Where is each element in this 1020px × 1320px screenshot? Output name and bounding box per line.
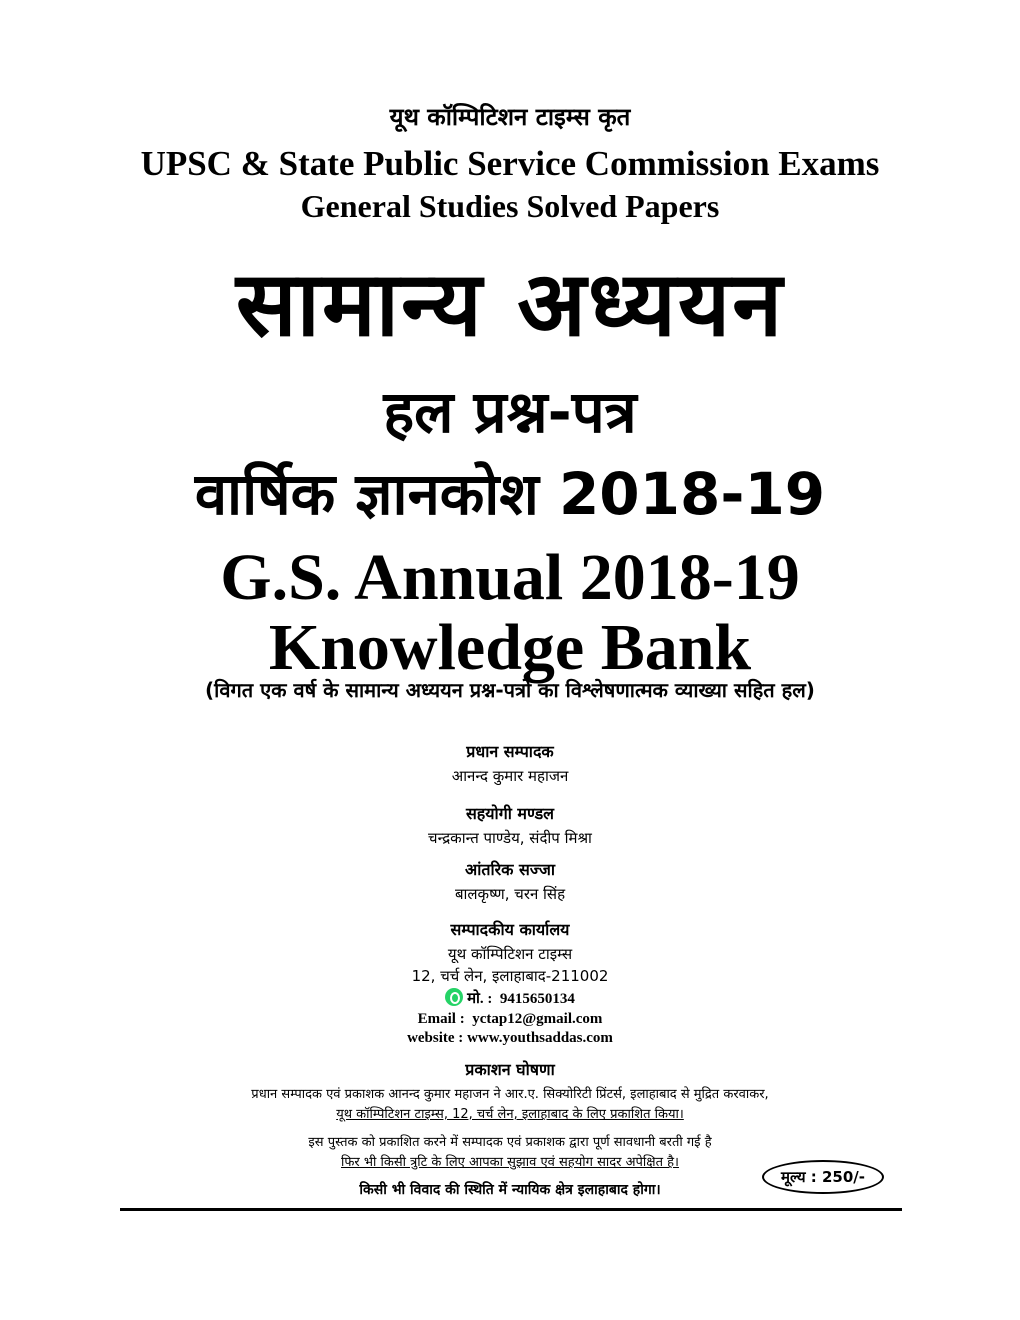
english-title-2: General Studies Solved Papers xyxy=(300,188,720,224)
office-label: सम्पादकीय कार्यालय xyxy=(450,920,570,939)
mobile-line: मो. : 9415650134 xyxy=(0,988,1020,1008)
hindi-subtitle-2: वार्षिक ज्ञानकोश 2018-19 xyxy=(194,460,826,528)
website-line: website : www.youthsaddas.com xyxy=(0,1030,1020,1047)
declaration-line-3: इस पुस्तक को प्रकाशित करने में सम्पादक ए… xyxy=(308,1135,712,1150)
hindi-subtitle-1: हल प्रश्न-पत्र xyxy=(383,378,637,446)
interior-names: बालकृष्ण, चरन सिंह xyxy=(454,885,566,903)
mobile-label: मो. : xyxy=(467,991,493,1007)
declaration-line-4: फिर भी किसी त्रुटि के लिए आपका सुझाव एवं… xyxy=(341,1155,679,1170)
email-label: Email : xyxy=(417,1011,465,1027)
interior-label: आंतरिक सज्जा xyxy=(464,860,555,879)
hindi-main-title: सामान्य अध्ययन xyxy=(235,252,785,357)
associates-names: चन्द्रकान्त पाण्डेय, संदीप मिश्रा xyxy=(428,829,592,847)
website-label: website : xyxy=(407,1030,464,1046)
declaration-line-1: प्रधान सम्पादक एवं प्रकाशक आनन्द कुमार म… xyxy=(251,1087,769,1102)
whatsapp-icon xyxy=(445,988,464,1006)
chief-editor-label: प्रधान सम्पादक xyxy=(466,742,554,761)
website-url: www.youthsaddas.com xyxy=(467,1030,613,1046)
office-address: 12, चर्च लेन, इलाहाबाद-211002 xyxy=(411,967,609,985)
book-subtitle: (विगत एक वर्ष के सामान्य अध्ययन प्रश्न-प… xyxy=(205,678,815,702)
email-address: yctap12@gmail.com xyxy=(472,1011,603,1027)
english-main-title-1: G.S. Annual 2018-19 xyxy=(220,541,800,614)
publisher-line: यूथ कॉम्पिटिशन टाइम्स कृत xyxy=(389,103,631,131)
chief-editor-name: आनन्द कुमार महाजन xyxy=(451,767,569,785)
declaration-label: प्रकाशन घोषणा xyxy=(465,1060,555,1079)
english-title-1: UPSC & State Public Service Commission E… xyxy=(140,144,880,183)
declaration-line-2: यूथ कॉम्पिटिशन टाइम्स, 12, चर्च लेन, इला… xyxy=(336,1107,684,1122)
declaration-line-5: किसी भी विवाद की स्थिति में न्यायिक क्षे… xyxy=(359,1182,661,1198)
bottom-rule xyxy=(120,1208,902,1211)
email-line: Email : yctap12@gmail.com xyxy=(0,1011,1020,1028)
mobile-number: 9415650134 xyxy=(499,991,575,1007)
english-main-title-2: Knowledge Bank xyxy=(268,611,752,684)
office-name: यूथ कॉम्पिटिशन टाइम्स xyxy=(447,945,573,963)
price-badge: मूल्य : 250/- xyxy=(762,1160,884,1194)
associates-label: सहयोगी मण्डल xyxy=(465,804,555,823)
